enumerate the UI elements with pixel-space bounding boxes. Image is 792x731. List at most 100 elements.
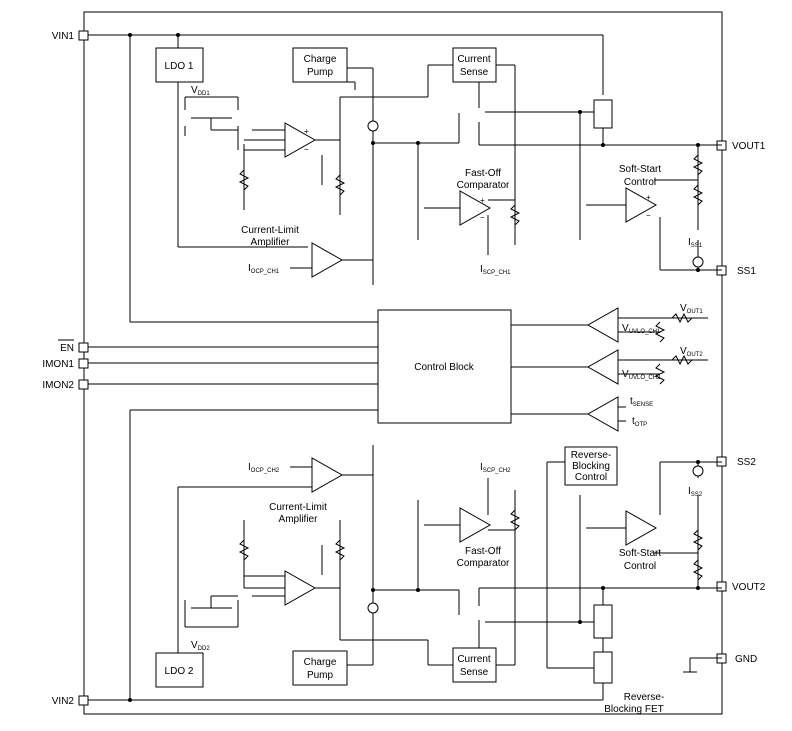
iocp-ch2-label: IOCP_CH2 [248,462,280,474]
pass-fet-ch1-icon [593,99,613,129]
resistor-icon [334,174,346,196]
thermal-comparator [586,396,619,432]
uvlo-comparator-ch2 [586,349,619,385]
pin-vout1: VOUT1 [716,140,766,152]
resistor-icon [692,529,704,551]
reverse-blocking-control-block [564,446,618,486]
iocp-ch1-label: IOCP_CH1 [248,263,280,275]
current-sense1-block [452,47,497,83]
current-limit-label-ch2-line2: Amplifier [279,514,319,525]
fast-off-label-ch2-line1: Fast-Off [465,546,501,557]
resistor-icon [692,154,704,176]
pin-vout1-label: VOUT1 [732,141,766,152]
reverse-fet-label-line1: Reverse- [624,692,665,703]
current-sense1-label-line2: Sense [460,67,489,78]
pin-ss1-label: SS1 [737,266,756,277]
soft-start-label-ch2-line1: Soft-Start [619,548,661,559]
pin-vin1: VIN1 [52,30,89,42]
iscp-ch2-label: ISCP_CH2 [480,462,511,474]
soft-start-amplifier-ch1 [625,187,658,223]
vdd1-label: VDD1 [191,85,210,97]
vuvlo-ch1-label: VUVLO_CH1 [622,323,661,335]
control-block-label: Control Block [414,362,474,373]
current-sense2-block [452,647,497,683]
resistor-icon [654,321,666,343]
reverse-blocking-label-line2: Blocking [572,461,610,472]
fast-off-label-ch1-line1: Fast-Off [465,168,501,179]
mirror-amplifier-ch1 [284,122,317,158]
charge-pump1-block [292,47,348,83]
resistor-icon [238,539,250,561]
control-block [377,309,512,424]
pin-imon2-label: IMON2 [42,380,74,391]
pin-vout2: VOUT2 [716,581,766,593]
charge-pump1-label-line1: Charge [304,54,337,65]
iscp-ch1-label: ISCP_CH1 [480,264,511,276]
junction-dots [128,33,700,702]
pin-vin2-label: VIN2 [52,696,75,707]
soft-start-amplifier-ch2 [625,510,658,546]
pin-ss2: SS2 [716,456,756,468]
mirror-amplifier-ch2 [284,570,317,606]
charge-pump2-label-line1: Charge [304,657,337,668]
ldo1-label: LDO 1 [165,61,194,72]
charge-pump2-block [292,650,348,686]
fast-off-comparator-ch1 [459,190,492,226]
ss-plus-sign: + [646,193,651,202]
reverse-blocking-label-line3: Control [575,472,607,483]
cp-current-source-ch1-icon [367,120,379,132]
cp-current-source-ch2-icon [367,602,379,614]
resistor-icon [692,184,704,206]
resistor-icon [334,539,346,561]
ldo1-block [155,47,204,83]
fast-off-comparator-ch2 [459,507,492,543]
soft-start-label-ch2-line2: Control [624,561,656,572]
iss2-label: ISS2 [688,486,703,498]
ldo2-block [155,652,204,688]
resistor-icon [509,204,521,226]
iss1-label: ISS1 [688,237,703,249]
resistor-icon [238,169,250,191]
pin-en-label: EN [60,343,74,354]
current-limit-label-ch2-line1: Current-Limit [269,502,327,513]
pin-vin2: VIN2 [52,695,89,707]
iss2-current-source-icon [692,465,704,477]
vout1-sense-label: VOUT1 [680,303,703,315]
pin-gnd: GND [716,653,757,665]
current-limit-amplifier-ch2 [311,457,344,493]
soft-start-label-ch1-line1: Soft-Start [619,164,661,175]
fast-off-label-ch1-line2: Comparator [457,180,510,191]
fast-off-label-ch2-line2: Comparator [457,558,510,569]
current-limit-label-ch1-line1: Current-Limit [241,225,299,236]
resistor-icon [654,363,666,385]
charge-pump1-label-line2: Pump [307,67,334,78]
pin-imon2: IMON2 [42,379,89,391]
channel2-wires [177,445,722,700]
pin-gnd-label: GND [735,654,757,665]
ldo2-label: LDO 2 [165,666,194,677]
control-wires [88,317,708,701]
charge-pump2-label-line2: Pump [307,670,334,681]
resistor-icon [692,559,704,581]
comparator-minus-sign: − [480,213,485,222]
uvlo-comparator-ch1 [586,307,619,343]
pin-imon1-label: IMON1 [42,359,74,370]
vout2-sense-label: VOUT2 [680,346,703,358]
vuvlo-ch2-label: VUVLO_CH2 [622,369,661,381]
pin-vout2-label: VOUT2 [732,582,766,593]
pin-vin1-label: VIN1 [52,31,75,42]
amp-minus-sign: − [304,145,309,154]
totp-label: tOTP [632,416,647,428]
channel1-wires [88,34,722,323]
pin-imon1: IMON1 [42,358,89,370]
current-sense1-label-line1: Current [457,54,491,65]
iss1-current-source-icon [692,256,704,268]
pass-fet-ch2-icon [593,604,613,639]
ss-minus-sign: − [646,211,651,220]
soft-start-label-ch1-line2: Control [624,177,656,188]
reverse-blocking-label-line1: Reverse- [571,450,612,461]
pin-ss1: SS1 [716,265,756,277]
current-sense2-label-line2: Sense [460,667,489,678]
pin-ss2-label: SS2 [737,457,756,468]
